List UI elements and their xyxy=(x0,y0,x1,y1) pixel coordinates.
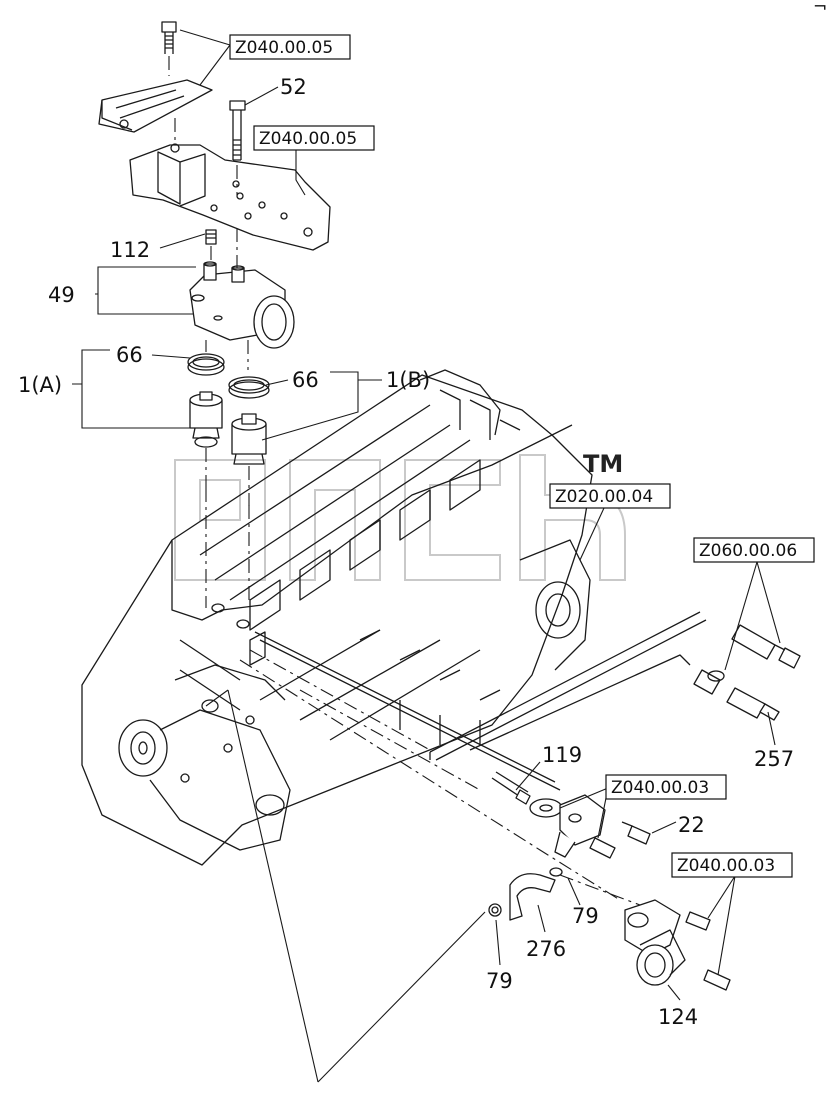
part-label-119: 119 xyxy=(542,743,582,767)
reference-box-4[interactable]: Z060.00.06 xyxy=(693,537,815,563)
part-label-66-b: 66 xyxy=(292,368,319,392)
part-label-112: 112 xyxy=(110,238,150,262)
reference-label-1[interactable]: Z040.00.05 xyxy=(235,38,333,58)
part-label-22: 22 xyxy=(678,813,705,837)
thermostats xyxy=(189,391,267,506)
reference-label-6[interactable]: Z040.00.03 xyxy=(677,856,775,876)
engine-block xyxy=(81,369,593,866)
reference-label-3[interactable]: Z020.00.04 xyxy=(555,487,653,507)
part-label-52: 52 xyxy=(280,75,307,99)
sensor-parts xyxy=(693,624,801,721)
trademark-symbol: TM xyxy=(583,450,623,478)
water-pump xyxy=(118,664,291,851)
part-label-79-left: 79 xyxy=(486,969,513,993)
part-label-1b: 1(B) xyxy=(386,368,430,392)
thermostat-housing xyxy=(189,229,295,349)
reference-label-5[interactable]: Z040.00.03 xyxy=(611,778,709,798)
reference-label-4[interactable]: Z060.00.06 xyxy=(699,541,797,561)
hose-and-clamps xyxy=(488,867,563,921)
reference-box-6[interactable]: Z040.00.03 xyxy=(671,852,793,878)
reference-box-1[interactable]: Z040.00.05 xyxy=(229,34,351,60)
part-label-1a: 1(A) xyxy=(18,373,62,397)
corner-mark: ¬ xyxy=(813,0,827,17)
reference-box-2[interactable]: Z040.00.05 xyxy=(253,125,375,151)
part-label-124: 124 xyxy=(658,1005,698,1029)
upper-bracket-assembly xyxy=(98,21,331,268)
part-label-49: 49 xyxy=(48,283,75,307)
part-label-257: 257 xyxy=(754,747,794,771)
part-label-276: 276 xyxy=(526,937,566,961)
reference-label-2[interactable]: Z040.00.05 xyxy=(259,129,357,149)
reference-box-5[interactable]: Z040.00.03 xyxy=(605,774,727,800)
reference-box-3[interactable]: Z020.00.04 xyxy=(549,483,671,509)
bolt-119 xyxy=(491,771,531,805)
bypass-pipe xyxy=(239,611,707,901)
water-outlet-fitting xyxy=(529,794,651,859)
water-outlet-124 xyxy=(559,874,731,991)
part-label-79-right: 79 xyxy=(572,904,599,928)
part-label-66-a: 66 xyxy=(116,343,143,367)
o-rings xyxy=(187,340,270,399)
